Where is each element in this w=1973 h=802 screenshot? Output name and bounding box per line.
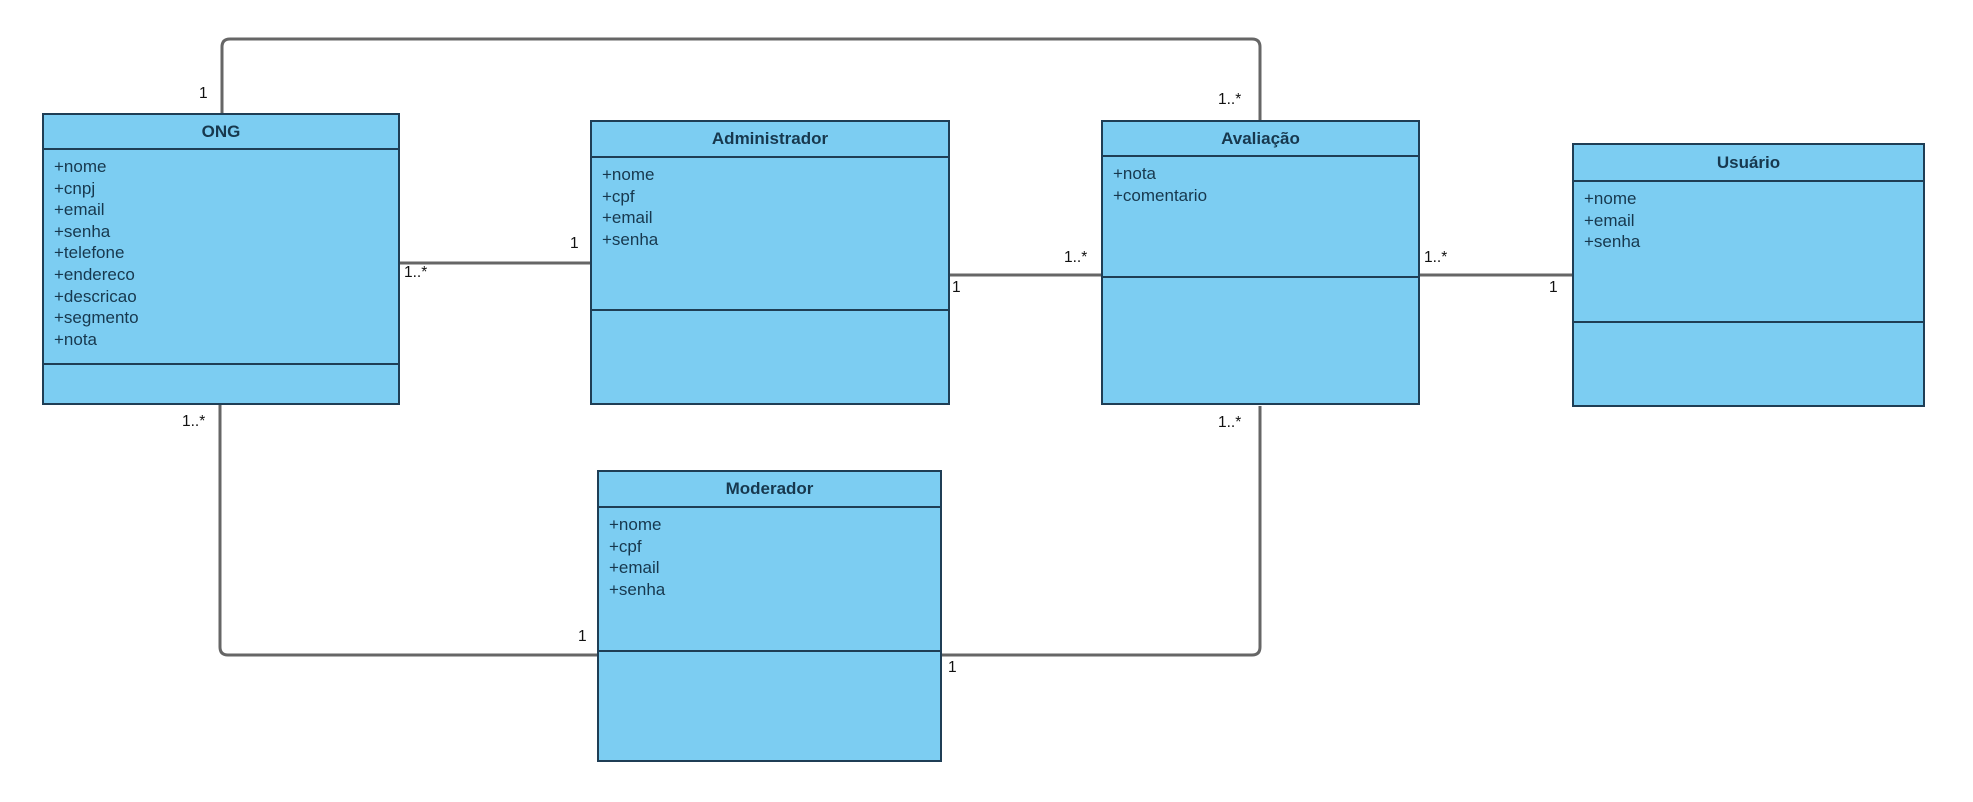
attribute-row: +nota [1113, 164, 1157, 183]
attribute-row: +nota [54, 329, 98, 349]
class-title: ONG [44, 115, 398, 150]
class-title: Usuário [1574, 145, 1923, 182]
attribute-row: +nome [602, 165, 655, 184]
class-methods-empty [1574, 323, 1923, 405]
attribute-row: +senha [54, 221, 111, 241]
attribute-row: +nome [1584, 189, 1637, 208]
multiplicity-label-ong-moderador-from: 1..* [182, 413, 206, 430]
attribute-row: +endereco [54, 264, 135, 284]
class-methods-empty [592, 311, 948, 403]
class-methods-empty [1103, 278, 1418, 403]
class-title: Avaliação [1103, 122, 1418, 157]
attribute-row: +nome [609, 515, 662, 534]
attribute-row: +nome [54, 157, 107, 176]
multiplicity-label-moderador-avaliacao-to: 1..* [1218, 414, 1242, 431]
class-box-moderador[interactable]: Moderador +nome +cpf +email +senha [597, 470, 942, 762]
attribute-row: +comentario [1113, 185, 1208, 205]
class-box-usuario[interactable]: Usuário +nome +email +senha [1572, 143, 1925, 407]
connector-ong-avaliacao-top[interactable] [220, 37, 1262, 122]
class-attributes: +nota +comentario [1103, 157, 1418, 278]
class-methods-empty [599, 652, 940, 760]
multiplicity-label-ong-administrador-from: 1..* [404, 264, 428, 281]
multiplicity-label-avaliacao-usuario-to: 1 [1549, 279, 1558, 296]
class-attributes: +nome +cpf +email +senha [592, 158, 948, 311]
class-title: Administrador [592, 122, 948, 158]
attribute-row: +senha [609, 579, 666, 599]
multiplicity-label-avaliacao-usuario-from: 1..* [1424, 249, 1448, 266]
attribute-row: +descricao [54, 286, 137, 306]
connector-ong-moderador[interactable] [218, 404, 599, 657]
attribute-row: +email [1584, 210, 1635, 230]
class-title: Moderador [599, 472, 940, 508]
multiplicity-label-ong-administrador-to: 1 [570, 235, 579, 252]
class-box-avaliacao[interactable]: Avaliação +nota +comentario [1101, 120, 1420, 405]
multiplicity-label-administrador-avaliacao-to: 1..* [1064, 249, 1088, 266]
attribute-row: +email [602, 208, 653, 228]
class-box-administrador[interactable]: Administrador +nome +cpf +email +senha [590, 120, 950, 405]
class-attributes: +nome +email +senha [1574, 182, 1923, 323]
class-methods-empty [44, 365, 398, 403]
attribute-row: +telefone [54, 243, 125, 263]
attribute-row: +email [609, 558, 660, 578]
attribute-row: +segmento [54, 308, 139, 328]
class-attributes: +nome +cnpj +email +senha +telefone +end… [44, 150, 398, 365]
attribute-row: +cpf [609, 536, 642, 556]
multiplicity-label-ong-avaliacao-top-to: 1..* [1218, 91, 1242, 108]
attribute-row: +email [54, 200, 105, 220]
multiplicity-label-ong-avaliacao-top-from: 1 [199, 85, 208, 102]
attribute-row: +cnpj [54, 178, 96, 198]
attribute-row: +senha [1584, 232, 1641, 252]
class-box-ong[interactable]: ONG +nome +cnpj +email +senha +telefone … [42, 113, 400, 405]
connector-moderador-avaliacao[interactable] [940, 406, 1262, 657]
class-attributes: +nome +cpf +email +senha [599, 508, 940, 652]
multiplicity-label-administrador-avaliacao-from: 1 [952, 279, 961, 296]
multiplicity-label-moderador-avaliacao-from: 1 [948, 659, 957, 676]
multiplicity-label-ong-moderador-to: 1 [578, 628, 587, 645]
attribute-row: +cpf [602, 186, 635, 206]
attribute-row: +senha [602, 229, 659, 249]
